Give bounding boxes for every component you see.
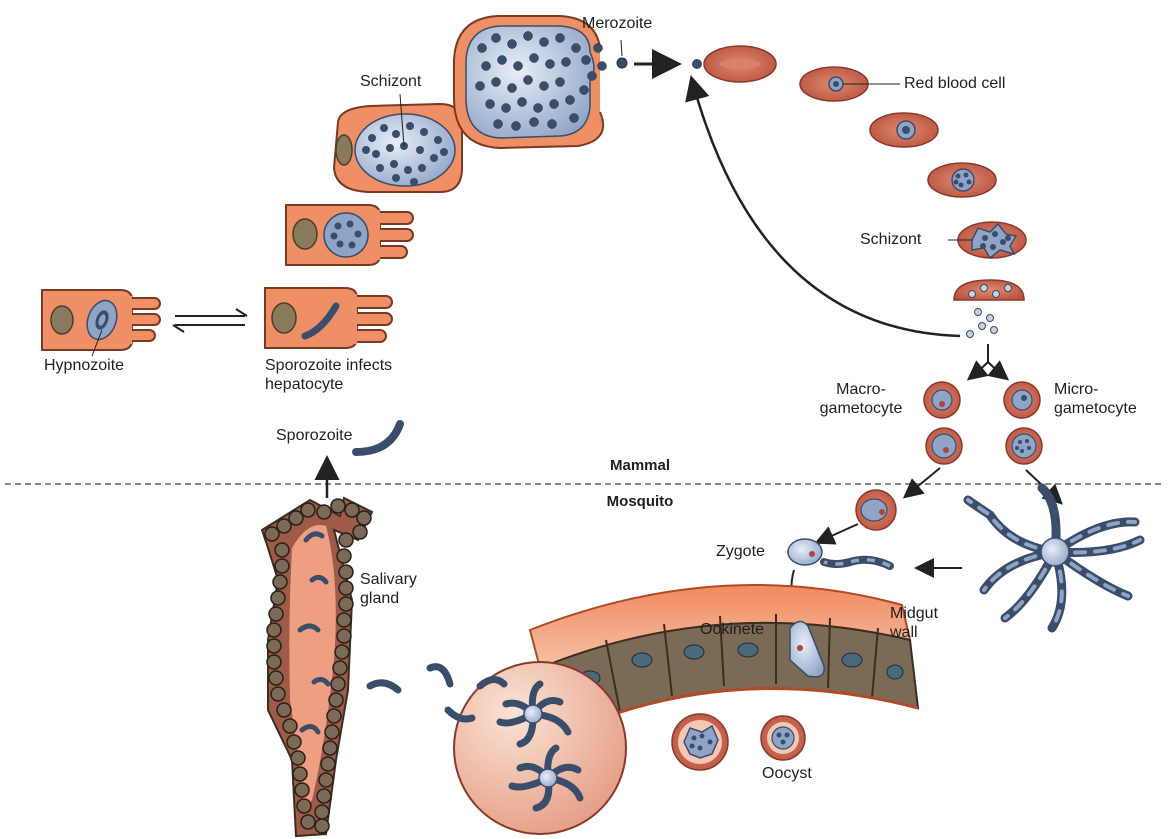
label-hypnozoite: Hypnozoite: [44, 356, 124, 375]
label-sporozoite-infects-hepatocyte: Sporozoite infects hepatocyte: [265, 356, 392, 394]
merozoite-entering: [692, 59, 702, 69]
bursting-liver-schizont: [454, 16, 607, 148]
oocysts: [672, 714, 805, 770]
exflagellating-microgamete: [968, 488, 1140, 628]
microgametocyte-cells: [1004, 382, 1042, 464]
infected-hepatocyte: [265, 288, 392, 348]
label-merozoite: Merozoite: [582, 14, 652, 33]
label-salivary-gland: Salivary gland: [360, 570, 417, 608]
hypnozoite-hepatocyte: [42, 290, 160, 356]
developing-hepatocyte: [286, 205, 413, 265]
trophozoite-rbc: [870, 113, 938, 147]
gametocyte-branch-arrow: [970, 344, 1006, 378]
macrogametocyte-cells: [924, 382, 962, 464]
label-zygote: Zygote: [716, 542, 765, 561]
label-oocyst: Oocyst: [762, 764, 812, 783]
macrogamete: [856, 490, 896, 530]
region-label-mammal: Mammal: [590, 456, 690, 475]
region-label-mosquito: Mosquito: [590, 492, 690, 511]
liver-schizont-cell: [334, 94, 462, 192]
salivary-gland: [262, 498, 372, 836]
label-midgut-wall: Midgut wall: [890, 604, 938, 642]
blood-schizont-rbc: [948, 222, 1026, 258]
ring-stage-rbc: [800, 67, 900, 101]
equilibrium-arrows: [173, 309, 247, 332]
sporozoite: [356, 424, 400, 452]
label-schizont-blood: Schizont: [860, 230, 921, 249]
rupturing-rbc: [954, 280, 1024, 338]
label-macrogametocyte: Macro- gametocyte: [806, 380, 916, 418]
label-sporozoite: Sporozoite: [276, 426, 353, 445]
merozoite: [617, 58, 627, 68]
label-microgametocyte: Micro- gametocyte: [1054, 380, 1137, 418]
early-schizont-rbc: [928, 163, 996, 197]
zygote: [788, 539, 822, 565]
label-schizont-liver: Schizont: [360, 72, 421, 91]
label-ookinete: Ookinete: [700, 620, 764, 639]
label-red-blood-cell: Red blood cell: [904, 74, 1005, 93]
